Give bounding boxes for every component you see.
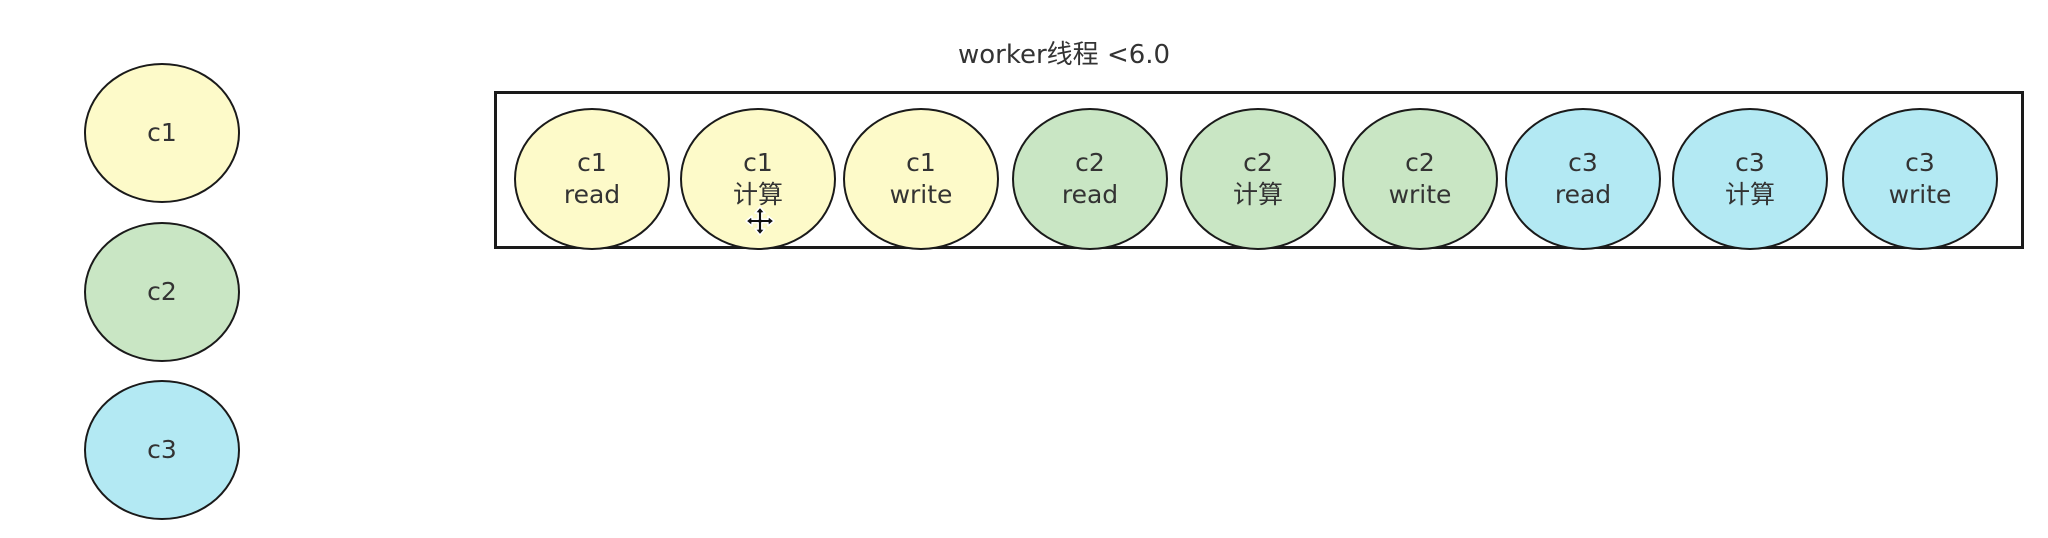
task-node-c3-read: c3 read [1505, 108, 1661, 250]
client-label: c1 [147, 117, 177, 147]
task-client-label: c1 [906, 147, 936, 177]
task-op-label: read [563, 180, 621, 209]
client-node-c1: c1 [84, 63, 240, 203]
client-label: c2 [147, 276, 177, 306]
task-client-label: c2 [1075, 147, 1105, 177]
task-op-label: 计算 [1232, 180, 1283, 209]
move-cursor-icon [745, 206, 775, 236]
client-node-c2: c2 [84, 222, 240, 362]
task-node-c2-read: c2 read [1012, 108, 1168, 250]
task-client-label: c2 [1243, 147, 1273, 177]
task-client-label: c3 [1735, 147, 1765, 177]
task-op-label: write [1888, 180, 1952, 209]
task-node-c2-compute: c2 计算 [1180, 108, 1336, 250]
client-label: c3 [147, 434, 177, 464]
task-op-label: read [1061, 180, 1119, 209]
task-op-label: write [889, 180, 953, 209]
task-node-c1-write: c1 write [843, 108, 999, 250]
task-client-label: c3 [1568, 147, 1598, 177]
task-node-c3-write: c3 write [1842, 108, 1998, 250]
task-node-c3-compute: c3 计算 [1672, 108, 1828, 250]
task-client-label: c1 [743, 147, 773, 177]
task-op-label: read [1554, 180, 1612, 209]
diagram-title: worker线程 <6.0 [958, 40, 1171, 70]
task-node-c2-write: c2 write [1342, 108, 1498, 250]
task-op-label: 计算 [732, 180, 783, 209]
task-client-label: c1 [577, 147, 607, 177]
task-op-label: 计算 [1724, 180, 1775, 209]
task-op-label: write [1388, 180, 1452, 209]
task-client-label: c2 [1405, 147, 1435, 177]
task-node-c1-read: c1 read [514, 108, 670, 250]
client-node-c3: c3 [84, 380, 240, 520]
task-client-label: c3 [1905, 147, 1935, 177]
